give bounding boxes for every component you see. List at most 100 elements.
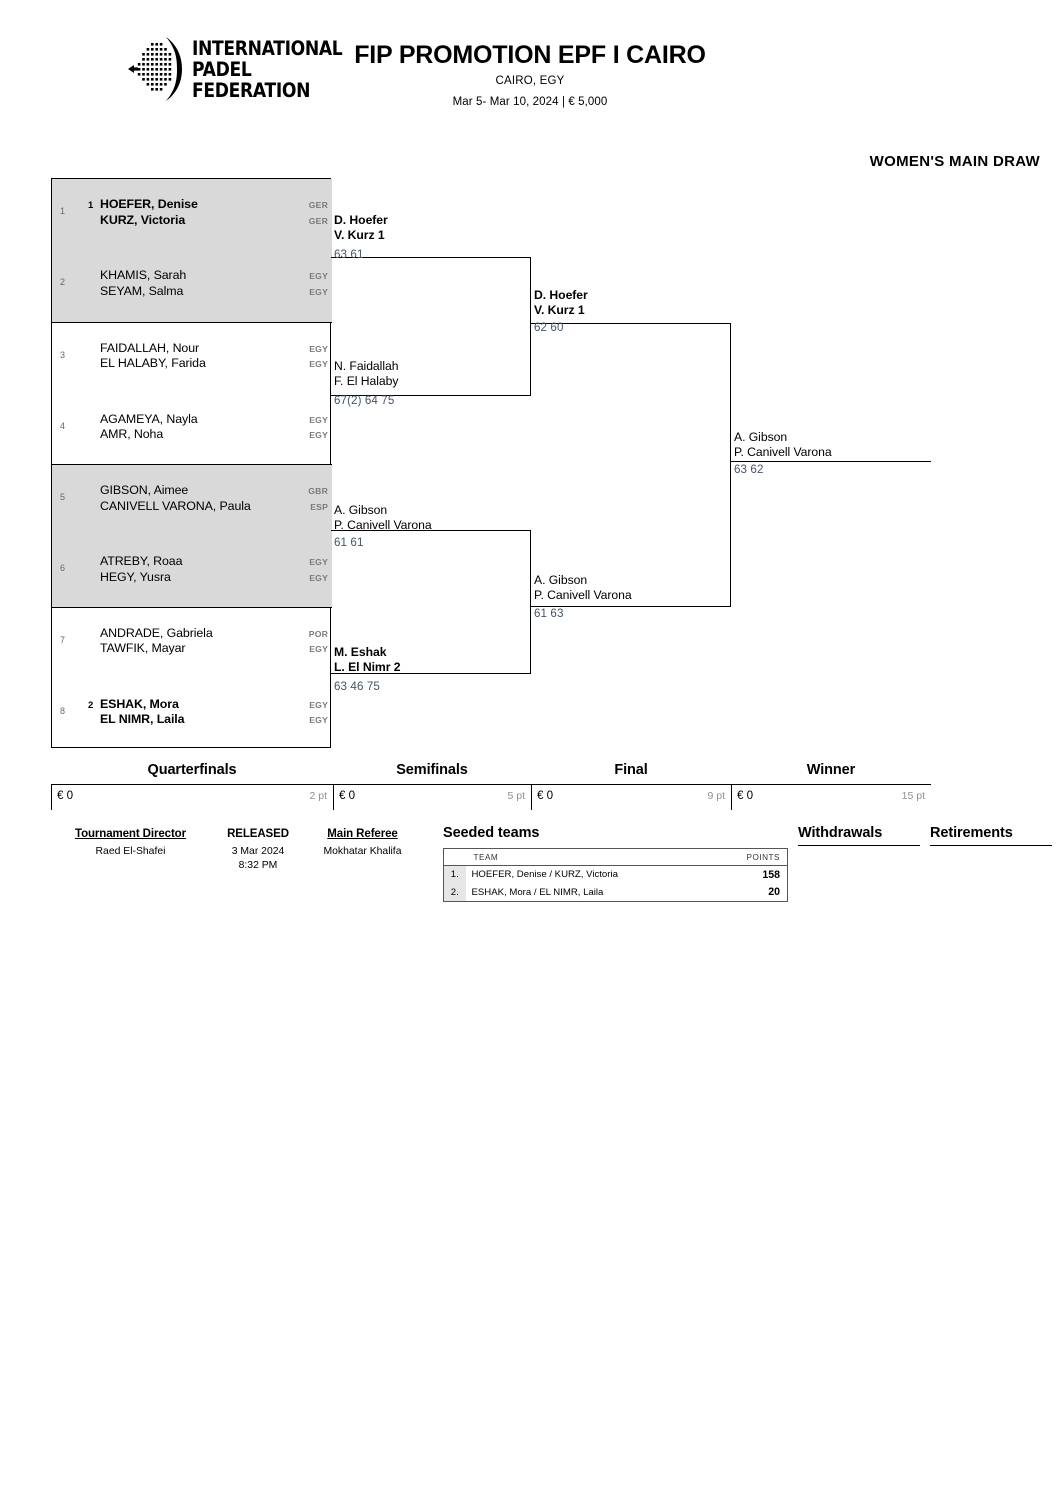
- seed-points: 158: [762, 868, 780, 881]
- qf2-score: 67(2) 64 75: [334, 394, 395, 407]
- draw-slot-4[interactable]: 4 AGAMEYA, Nayla AMR, Noha EGY EGY: [52, 394, 332, 465]
- sf1-right-line: [729, 323, 731, 607]
- qf4-score: 63 46 75: [334, 680, 380, 693]
- federation-logo: INTERNATIONAL PADEL FEDERATION: [128, 33, 343, 105]
- seed-team: HOEFER, Denise / KURZ, Victoria: [471, 869, 618, 881]
- sf1-top-line: [531, 323, 731, 325]
- prize-cell-semifinals: € 0 5 pt: [333, 784, 531, 810]
- slot-players: FAIDALLAH, Nour EL HALABY, Farida: [100, 341, 206, 372]
- tournament-director-block: Tournament Director Raed El-Shafei: [58, 828, 203, 857]
- sf1-winner-line2: V. Kurz 1: [534, 302, 585, 317]
- player-name-2: EL HALABY, Farida: [100, 356, 206, 371]
- slot-players: ANDRADE, Gabriela TAWFIK, Mayar: [100, 626, 213, 657]
- draw-slot-1[interactable]: 1 1 HOEFER, Denise KURZ, Victoria GER GE…: [52, 179, 332, 250]
- slot-number: 2: [60, 277, 66, 288]
- slot-players: AGAMEYA, Nayla AMR, Noha: [100, 412, 198, 443]
- slot-countries: EGY EGY: [309, 413, 328, 444]
- prize-header-quarterfinals: Quarterfinals: [147, 762, 237, 778]
- prize-cell-quarterfinals: € 0 2 pt: [51, 784, 333, 810]
- player-name-1: HOEFER, Denise: [100, 197, 198, 211]
- qf3-winner-line1: A. Gibson: [334, 503, 388, 517]
- slot-players: ATREBY, Roaa HEGY, Yusra: [100, 554, 182, 585]
- sf1-score: 62 60: [534, 321, 564, 334]
- qf2-winner-line2: F. El Halaby: [334, 373, 399, 388]
- country-2: EGY: [309, 286, 328, 297]
- qf1-right-line: [529, 257, 531, 396]
- player-name-1: ANDRADE, Gabriela: [100, 625, 213, 640]
- qf1-bottom-line: [331, 394, 531, 396]
- tournament-location: CAIRO, EGY: [495, 75, 565, 87]
- seeded-teams-block: Seeded teams TEAM POINTS 1. HOEFER, Deni…: [443, 825, 788, 902]
- draw-slot-7[interactable]: 7 ANDRADE, Gabriela TAWFIK, Mayar POR EG…: [52, 608, 332, 679]
- prize-points-final: 9 pt: [707, 790, 725, 802]
- page-header: INTERNATIONAL PADEL FEDERATION FIP PROMO…: [0, 0, 1058, 130]
- logo-line-2: PADEL: [192, 57, 252, 81]
- prize-header-winner: Winner: [806, 762, 856, 778]
- slot-players: KHAMIS, Sarah SEYAM, Salma: [100, 268, 186, 299]
- country-2: GER: [308, 215, 328, 226]
- main-referee-block: Main Referee Mokhatar Khalifa: [300, 828, 425, 857]
- tournament-title-block: FIP PROMOTION EPF I CAIRO CAIRO, EGY Mar…: [330, 40, 730, 108]
- tournament-dates-prize: Mar 5- Mar 10, 2024 | € 5,000: [452, 96, 608, 108]
- seeded-table-row[interactable]: 2. ESHAK, Mora / EL NIMR, Laila 20: [443, 883, 788, 902]
- qf1-score: 63 61: [334, 248, 364, 261]
- draw-slot-5[interactable]: 5 GIBSON, Aimee CANIVELL VARONA, Paula G…: [52, 465, 332, 536]
- country-1: EGY: [309, 343, 328, 354]
- slot-countries: EGY EGY: [309, 698, 328, 729]
- sf2-winner-line1: A. Gibson: [534, 573, 588, 587]
- player-name-2: AMR, Noha: [100, 427, 164, 442]
- player-name-1: AGAMEYA, Nayla: [100, 411, 198, 426]
- main-referee-label: Main Referee: [327, 828, 398, 840]
- tournament-director-label: Tournament Director: [75, 828, 186, 840]
- country-1: EGY: [309, 557, 328, 568]
- country-2: EGY: [309, 715, 328, 726]
- draw-slot-2[interactable]: 2 KHAMIS, Sarah SEYAM, Salma EGY EGY: [52, 250, 332, 321]
- prize-money-final: € 0: [537, 789, 554, 802]
- released-date: 3 Mar 2024: [231, 846, 285, 857]
- slot-number: 4: [60, 420, 66, 431]
- released-block: RELEASED 3 Mar 2024 8:32 PM: [203, 828, 313, 871]
- country-2: EGY: [309, 644, 328, 655]
- player-name-1: ATREBY, Roaa: [100, 554, 183, 569]
- qf2-winner-line1: N. Faidallah: [334, 359, 399, 373]
- withdrawals-rule: [798, 845, 920, 846]
- seeded-table-header-row: TEAM POINTS: [443, 848, 788, 866]
- draw-slot-3[interactable]: 3 FAIDALLAH, Nour EL HALABY, Farida EGY …: [52, 323, 332, 394]
- country-2: EGY: [309, 430, 328, 441]
- slot-number: 7: [60, 634, 66, 645]
- country-1: GER: [308, 200, 328, 210]
- seed-rank: 1.: [443, 865, 466, 884]
- slot-number: 5: [60, 492, 66, 502]
- released-label: RELEASED: [227, 828, 289, 840]
- draw-pair-1: 1 1 HOEFER, Denise KURZ, Victoria GER GE…: [52, 179, 332, 322]
- slot-countries: GBR ESP: [308, 484, 328, 515]
- slot-players: ESHAK, Mora EL NIMR, Laila: [100, 697, 185, 728]
- final-winner-line2: P. Canivell Varona: [734, 444, 832, 459]
- prize-header-final: Final: [614, 762, 648, 778]
- player-name-2: CANIVELL VARONA, Paula: [100, 498, 251, 513]
- seeded-teams-table: TEAM POINTS 1. HOEFER, Denise / KURZ, Vi…: [443, 848, 788, 902]
- prize-header-semifinals: Semifinals: [396, 762, 468, 778]
- final-winner-line1: A. Gibson: [734, 430, 788, 444]
- prize-cell-winner: € 0 15 pt: [731, 784, 931, 810]
- draw-slot-8[interactable]: 8 2 ESHAK, Mora EL NIMR, Laila EGY EGY: [52, 679, 332, 750]
- draw-slot-6[interactable]: 6 ATREBY, Roaa HEGY, Yusra EGY EGY: [52, 536, 332, 607]
- qf3-score: 61 61: [334, 536, 364, 549]
- player-name-2: TAWFIK, Mayar: [100, 641, 186, 656]
- qf3-right-line: [529, 530, 531, 674]
- qf3-winner-line2: P. Canivell Varona: [334, 517, 432, 532]
- player-name-2: HEGY, Yusra: [100, 569, 171, 584]
- tournament-director-name: Raed El-Shafei: [95, 846, 166, 857]
- prize-money-quarterfinals: € 0: [57, 789, 74, 802]
- prize-points-quarterfinals: 2 pt: [309, 790, 327, 802]
- prize-money-semifinals: € 0: [339, 789, 356, 802]
- seeded-team-header: TEAM: [465, 848, 726, 866]
- page-footer: Tournament Director Raed El-Shafei RELEA…: [0, 820, 1058, 930]
- seeded-table-row[interactable]: 1. HOEFER, Denise / KURZ, Victoria 158: [443, 865, 788, 884]
- prize-money-winner: € 0: [737, 789, 754, 802]
- sf1-bottom-line: [531, 605, 731, 607]
- prize-points-semifinals: 5 pt: [507, 790, 525, 802]
- seed-team: ESHAK, Mora / EL NIMR, Laila: [471, 886, 604, 898]
- qf3-top-line: [331, 530, 531, 532]
